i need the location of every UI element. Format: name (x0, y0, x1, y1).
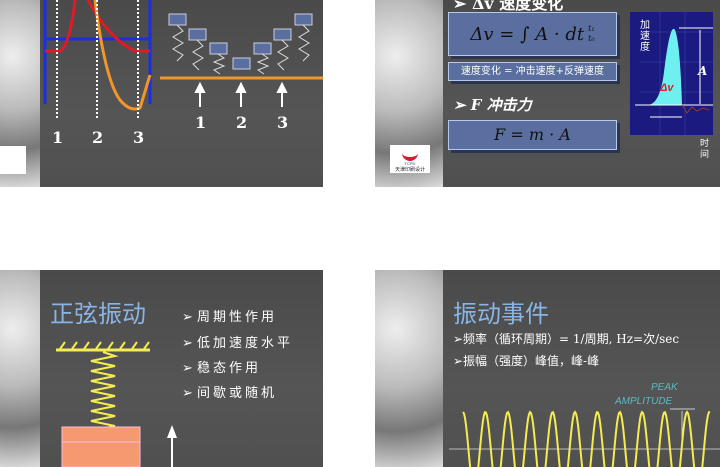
peak-label: A (698, 64, 708, 78)
logo: TCPD 天津印刷设计 (390, 145, 430, 173)
logo-sub: TCPD (404, 161, 416, 166)
logo (0, 146, 26, 174)
integral-limits: t₁ t₀ (588, 24, 594, 44)
chart-ylabel: 加速度 (640, 20, 650, 53)
spring-mass-diagram (56, 341, 177, 467)
bullet-frequency: ➢频率（循环周期）= 1/周期, Hz=次/sec (453, 332, 680, 346)
slide-title: 正弦振动 (50, 300, 146, 328)
bullet-text: 稳态作用 (197, 361, 262, 376)
logo-mark (402, 148, 418, 161)
heading-partial: ➢ Δv 速度变化 (453, 0, 564, 13)
bullet-text: 周期性作用 (197, 310, 278, 325)
position-label: 3 (277, 113, 289, 132)
bullet-item: ➢ 间歇或随机 (182, 386, 278, 401)
area-label: Δv (660, 82, 674, 94)
bullet-text: 低加速度水平 (197, 336, 294, 351)
chart-xlabel: 时间 (700, 138, 710, 159)
bullet-force: ➢ F 冲击力 (453, 96, 532, 114)
annotation-amplitude: AMPLITUDE (615, 396, 673, 407)
acceleration-chart: 加速度 A Δv (630, 12, 713, 135)
bullet-amplitude: ➢振幅（强度）峰值，峰-峰 (453, 354, 600, 368)
formula-row: Δv = ∫ A · dt t₁ t₀ (449, 13, 616, 55)
slide-title: 振动事件 (453, 300, 549, 328)
photo-panel (0, 270, 40, 467)
position-label: 1 (195, 113, 207, 132)
annotation-peak: PEAK (651, 382, 678, 393)
formula-box: Δv = ∫ A · dt t₁ t₀ (448, 12, 617, 56)
sine-wave (462, 410, 711, 467)
formula-box: F = m · A (448, 120, 617, 150)
position-label: 2 (236, 113, 248, 132)
formula-text: Δv = ∫ A · dt (470, 23, 585, 45)
position-label: 3 (133, 128, 145, 147)
sine-wave-plot (449, 408, 720, 467)
slide-thumbnail-3[interactable]: 正弦振动 ➢ 周期性作用 ➢ 低加速度水平 ➢ 稳态作用 ➢ 间歇或随机 (0, 270, 323, 467)
integral-upper: t₁ (588, 24, 595, 33)
position-label: 1 (52, 128, 64, 147)
bullet-item: ➢ 低加速度水平 (182, 336, 294, 351)
caption-box: 速度变化 = 冲击速度+反弹速度 (448, 62, 617, 81)
spring-diagram (43, 0, 323, 118)
position-label: 2 (92, 128, 104, 147)
formula-text: F = m · A (494, 125, 571, 144)
logo-text: 天津印刷设计 (394, 167, 425, 173)
slide-thumbnail-2[interactable]: ➢ Δv 速度变化 Δv = ∫ A · dt t₁ t₀ 速度变化 = 冲击速… (375, 0, 720, 187)
integral-lower: t₀ (588, 34, 595, 43)
bullet-item: ➢ 稳态作用 (182, 361, 262, 376)
pulse-plot (635, 12, 713, 135)
bullet-item: ➢ 周期性作用 (182, 310, 278, 325)
slide-thumbnail-4[interactable]: 振动事件 ➢频率（循环周期）= 1/周期, Hz=次/sec ➢振幅（强度）峰值… (375, 270, 720, 467)
slide-thumbnail-1[interactable]: 1 2 3 1 2 3 (0, 0, 323, 187)
photo-panel (375, 270, 443, 467)
caption-text: 速度变化 = 冲击速度+反弹速度 (460, 66, 605, 77)
bullet-text: 间歇或随机 (197, 386, 278, 401)
